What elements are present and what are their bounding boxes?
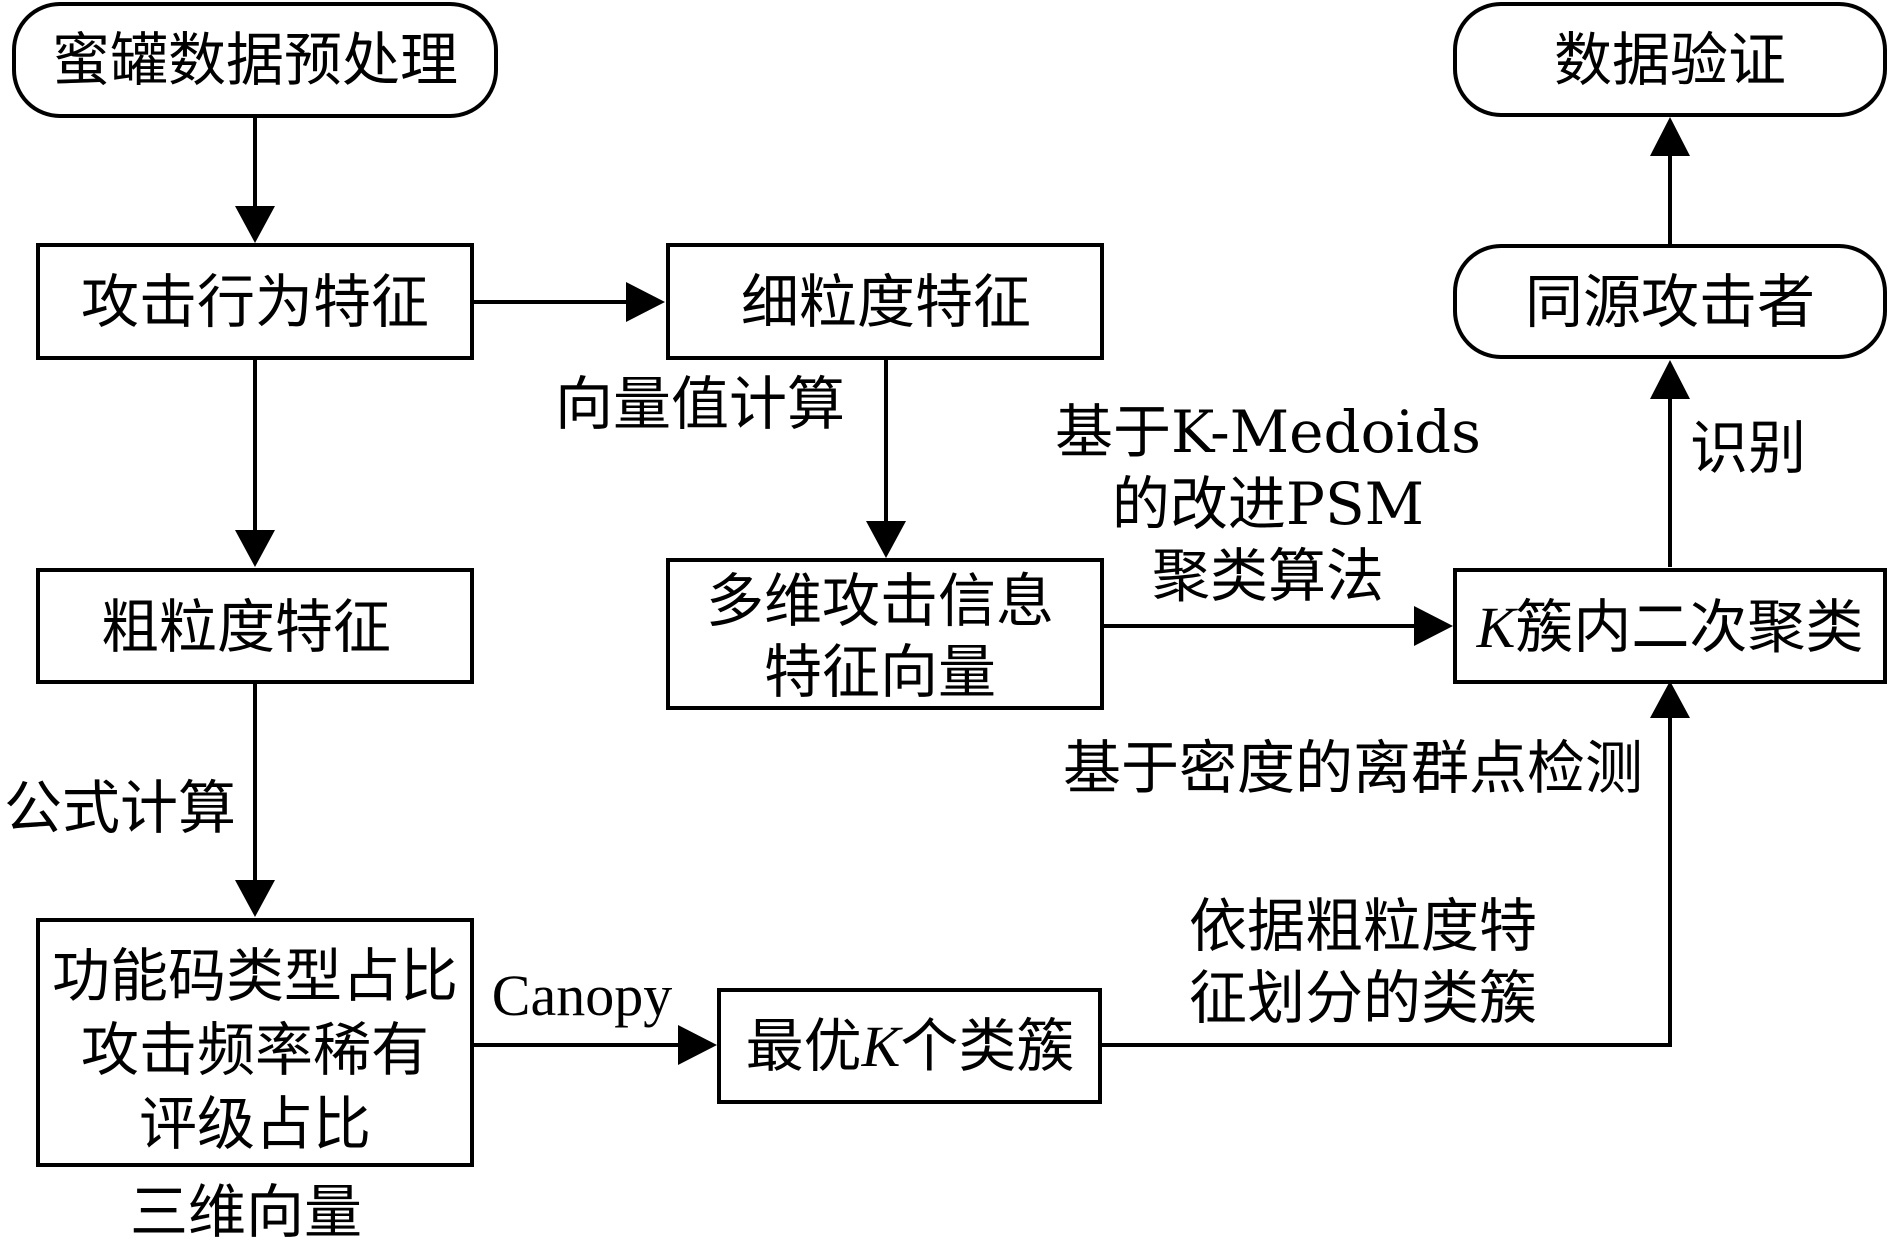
node-k-cluster-secondary: K簇内二次聚类	[1453, 568, 1887, 684]
node-three-dim-line3: 评级占比	[139, 1090, 371, 1158]
edge-behavior-to-fine	[472, 282, 665, 322]
edge-attacker-to-validation	[1650, 117, 1690, 244]
edge-threedim-to-optimalk	[472, 1025, 717, 1065]
label-psm-line2: 的改进PSM	[1112, 470, 1424, 538]
label-formula-calc: 公式计算	[4, 774, 236, 842]
node-optimal-k-label: 最优K个类簇	[746, 1012, 1075, 1080]
node-same-source-attacker-label: 同源攻击者	[1525, 268, 1815, 336]
label-psm-line1: 基于K-Medoids	[1055, 398, 1481, 466]
node-three-dim-line2: 攻击频率稀有	[81, 1016, 429, 1084]
edge-fine-to-multidim	[866, 360, 906, 558]
optimal-k-letter: K	[861, 1014, 904, 1079]
label-identify: 识别	[1690, 414, 1806, 482]
label-three-dim-vector: 三维向量	[130, 1178, 362, 1246]
label-coarse-partition-line2: 征划分的类簇	[1189, 964, 1537, 1032]
node-fine-grained-features: 细粒度特征	[666, 243, 1104, 360]
label-coarse-partition-line1: 依据粗粒度特	[1189, 892, 1537, 960]
node-same-source-attacker: 同源攻击者	[1453, 244, 1887, 359]
label-canopy: Canopy	[492, 963, 672, 1028]
edge-preprocess-to-behavior	[235, 118, 275, 243]
node-attack-behavior-label: 攻击行为特征	[81, 268, 429, 336]
node-multi-dim-line1: 多维攻击信息	[706, 567, 1054, 635]
node-honeypot-preprocess: 蜜罐数据预处理	[12, 2, 498, 118]
edge-optimalk-to-kcluster	[1100, 681, 1690, 1047]
node-honeypot-preprocess-label: 蜜罐数据预处理	[52, 26, 458, 94]
edge-kcluster-to-attacker	[1650, 360, 1690, 567]
node-multi-dim-vector: 多维攻击信息 特征向量	[666, 558, 1104, 710]
label-outlier-detection: 基于密度的离群点检测	[1063, 734, 1643, 802]
node-three-dim-features: 功能码类型占比 攻击频率稀有 评级占比	[36, 918, 474, 1167]
label-vector-calc: 向量值计算	[555, 370, 845, 438]
edge-multidim-to-kcluster	[1100, 606, 1453, 646]
optimal-k-suffix: 个类簇	[900, 1012, 1074, 1080]
node-attack-behavior-features: 攻击行为特征	[36, 243, 474, 360]
k-cluster-suffix: 簇内二次聚类	[1515, 593, 1863, 661]
edge-behavior-to-coarse	[235, 360, 275, 567]
node-k-cluster-label: K簇内二次聚类	[1476, 593, 1864, 661]
edge-coarse-to-threedim	[235, 684, 275, 917]
node-data-validation: 数据验证	[1453, 2, 1887, 117]
node-coarse-grained-label: 粗粒度特征	[101, 593, 391, 661]
optimal-k-prefix: 最优	[746, 1012, 862, 1080]
node-data-validation-label: 数据验证	[1554, 26, 1786, 94]
label-psm-line3: 聚类算法	[1152, 542, 1384, 610]
k-cluster-letter: K	[1476, 595, 1519, 660]
node-optimal-k-clusters: 最优K个类簇	[717, 988, 1102, 1104]
node-multi-dim-line2: 特征向量	[764, 638, 996, 706]
node-three-dim-line1: 功能码类型占比	[52, 942, 458, 1010]
node-fine-grained-label: 细粒度特征	[741, 268, 1031, 336]
node-coarse-grained-features: 粗粒度特征	[36, 568, 474, 684]
